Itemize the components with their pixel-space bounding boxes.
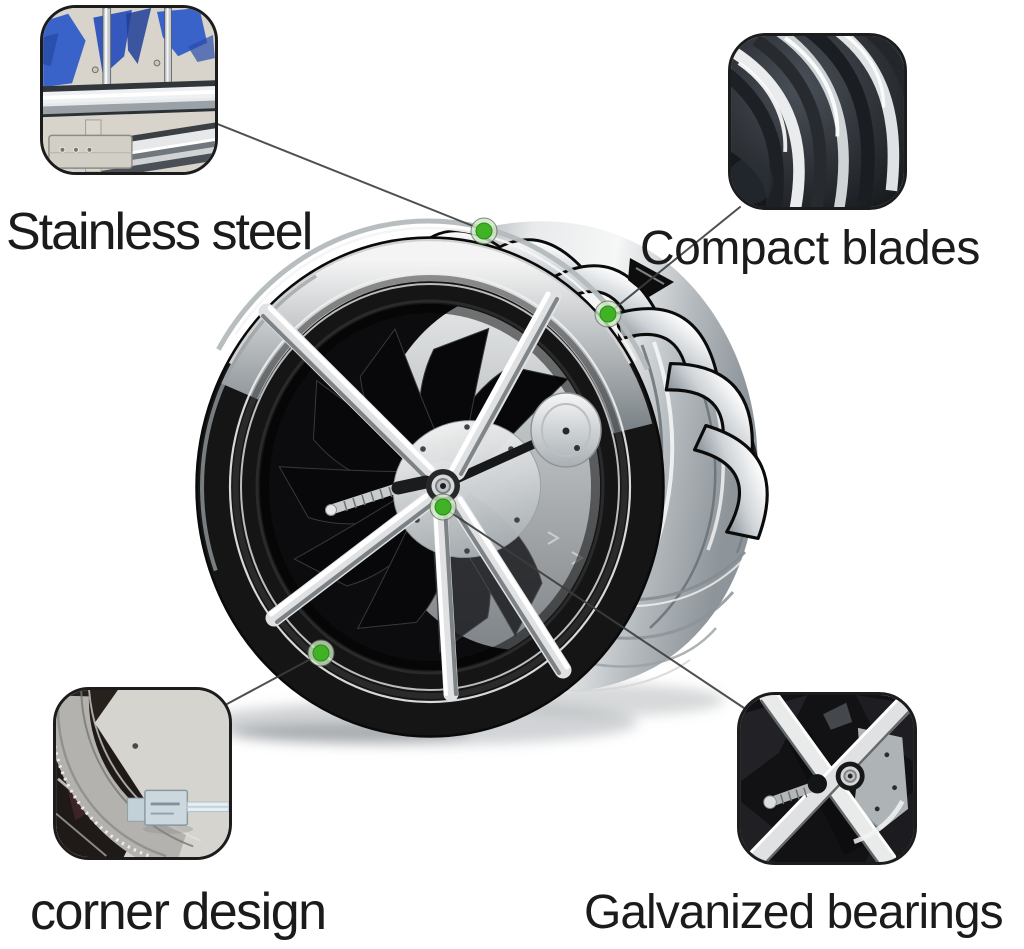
label-corner-design: corner design: [30, 883, 327, 941]
rim-band: [56, 690, 202, 857]
callout-line-stainless-steel: [214, 122, 484, 231]
corner-bracket: [127, 789, 229, 826]
hub-bearing: [325, 469, 460, 516]
rim-back-edge: [216, 218, 650, 371]
callout-line-compact-blades: [608, 206, 741, 314]
callout-lines: [214, 122, 745, 709]
callout-dot-stainless-steel: [470, 217, 498, 245]
corner-design-closeup-art: [56, 690, 229, 857]
hub-plate-bolts: [414, 424, 520, 554]
inset-stainless-steel-photo: [40, 5, 218, 175]
inset-galvanized-bearings-photo: [737, 692, 917, 865]
stainless-steel-closeup-art: [43, 8, 215, 172]
callout-line-galvanized-bearings: [443, 507, 745, 709]
callout-dot-galvanized-bearings: [429, 493, 457, 521]
callout-markers: [307, 217, 622, 667]
callout-dot-corner-design: [307, 639, 335, 667]
callout-line-corner-design: [226, 653, 321, 705]
callout-dot-compact-blades: [594, 300, 622, 328]
chrome-band-upper: [43, 79, 215, 118]
label-compact-blades: Compact blades: [640, 222, 980, 275]
swirl-blades: [731, 36, 904, 207]
label-galvanized-bearings: Galvanized bearings: [584, 886, 1004, 939]
spokes: [258, 288, 572, 702]
inset-compact-blades-photo: [728, 33, 907, 210]
compact-blades-closeup-art: [731, 36, 904, 207]
inset-corner-design-photo: [53, 687, 232, 860]
mount-bracket: [48, 119, 133, 172]
bearing-shaft: [763, 761, 865, 809]
label-stainless-steel: Stainless steel: [6, 203, 313, 261]
galvanized-bearings-closeup-art: [740, 695, 914, 862]
